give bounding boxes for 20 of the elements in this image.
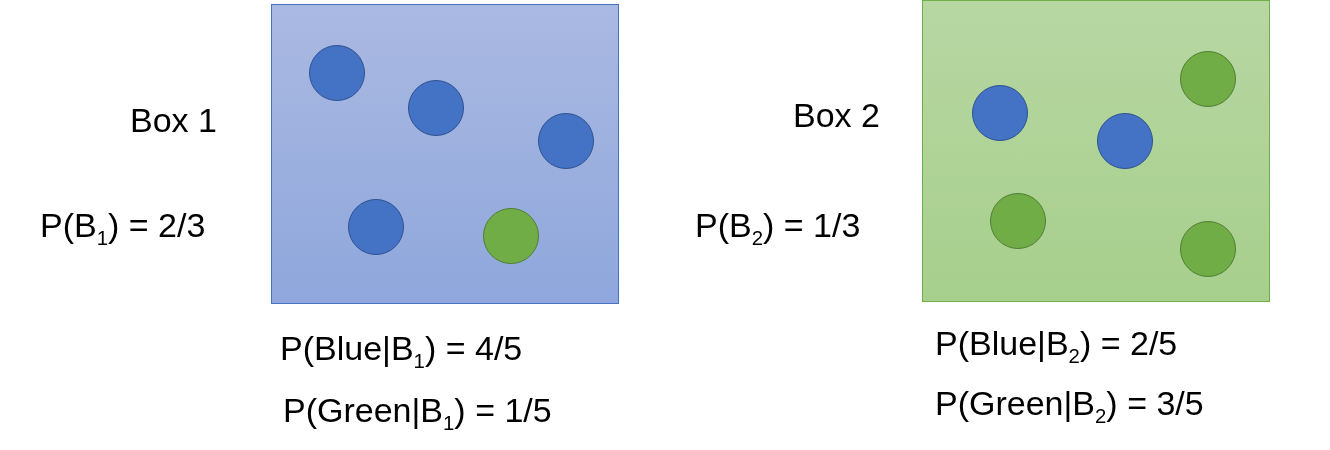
probability-label: P(Green|B$_{2}$) = 3/5 <box>935 383 1204 429</box>
box-name-label: Box 1 <box>130 100 217 141</box>
ball-circle <box>972 85 1028 141</box>
ball-circle <box>538 113 594 169</box>
ball-circle <box>408 80 464 136</box>
box-rectangle <box>271 4 619 304</box>
probability-label: P(Blue|B$_{1}$) = 4/5 <box>280 328 523 374</box>
probability-label: P(B$_{1}$) = 2/3 <box>40 205 206 251</box>
probability-label: P(Blue|B$_{2}$) = 2/5 <box>935 323 1178 369</box>
ball-circle <box>1180 221 1236 277</box>
ball-circle <box>348 199 404 255</box>
ball-circle <box>309 45 365 101</box>
box-rectangle <box>922 0 1270 302</box>
probability-label: P(B$_{2}$) = 1/3 <box>695 205 861 251</box>
probability-label: P(Green|B$_{1}$) = 1/5 <box>283 390 552 436</box>
ball-circle <box>990 193 1046 249</box>
ball-circle <box>1180 51 1236 107</box>
ball-circle <box>483 208 539 264</box>
box-name-label: Box 2 <box>793 95 880 136</box>
ball-circle <box>1097 113 1153 169</box>
